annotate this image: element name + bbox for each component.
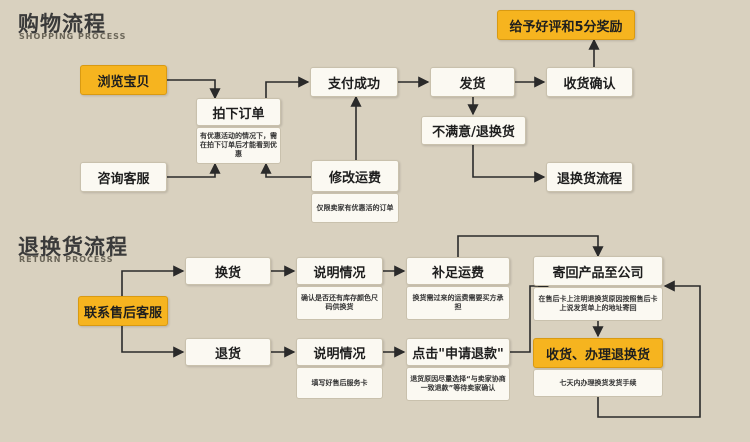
refund-node: 退货 xyxy=(185,338,271,366)
order-note: 有优惠活动的情况下，需在拍下订单后才能看到优惠 xyxy=(196,127,281,164)
return-flow-node: 退换货流程 xyxy=(546,162,633,192)
send-back-node: 寄回产品至公司 xyxy=(533,256,663,286)
returns-subtitle: RETURN PROCESS xyxy=(19,255,114,264)
explain-exchange-node: 说明情况 xyxy=(296,257,383,285)
browse-node: 浏览宝贝 xyxy=(80,65,167,95)
modify-fee-node: 修改运费 xyxy=(311,160,399,192)
explain-refund-note: 填写好售后服务卡 xyxy=(296,367,383,399)
explain-refund-node: 说明情况 xyxy=(296,338,383,366)
shopping-subtitle: SHOPPING PROCESS xyxy=(19,32,127,41)
confirm-node: 收货确认 xyxy=(546,67,633,97)
paid-node: 支付成功 xyxy=(310,67,398,97)
consult-node: 咨询客服 xyxy=(80,162,167,192)
apply-refund-node: 点击"申请退款" xyxy=(406,338,510,366)
send-back-note: 在售后卡上注明退换货原因按照售后卡上说发货单上的地址寄回 xyxy=(533,287,663,321)
unhappy-node: 不满意/退换货 xyxy=(421,116,526,145)
shopping-title: 购物流程 xyxy=(18,12,106,36)
supplement-fee-node: 补足运费 xyxy=(406,257,510,285)
review-reward-node: 给予好评和5分奖励 xyxy=(497,10,635,40)
order-node: 拍下订单 xyxy=(196,98,281,126)
modify-note: 仅限卖家有优惠活的订单 xyxy=(311,193,399,223)
explain-exchange-note: 确认是否还有库存颜色尺码供换货 xyxy=(296,286,383,320)
receive-process-note: 七天内办理换货发货手续 xyxy=(533,369,663,397)
supplement-fee-note: 换货需过来的运费需要买方承担 xyxy=(406,286,510,320)
ship-node: 发货 xyxy=(430,67,515,97)
returns-title: 退换货流程 xyxy=(18,235,128,259)
service-node: 联系售后客服 xyxy=(78,296,168,326)
exchange-node: 换货 xyxy=(185,257,271,285)
receive-process-node: 收货、办理退换货 xyxy=(533,338,663,368)
apply-refund-note: 退货原因尽量选择“与卖家协商一致退款”等待卖家确认 xyxy=(406,367,510,401)
